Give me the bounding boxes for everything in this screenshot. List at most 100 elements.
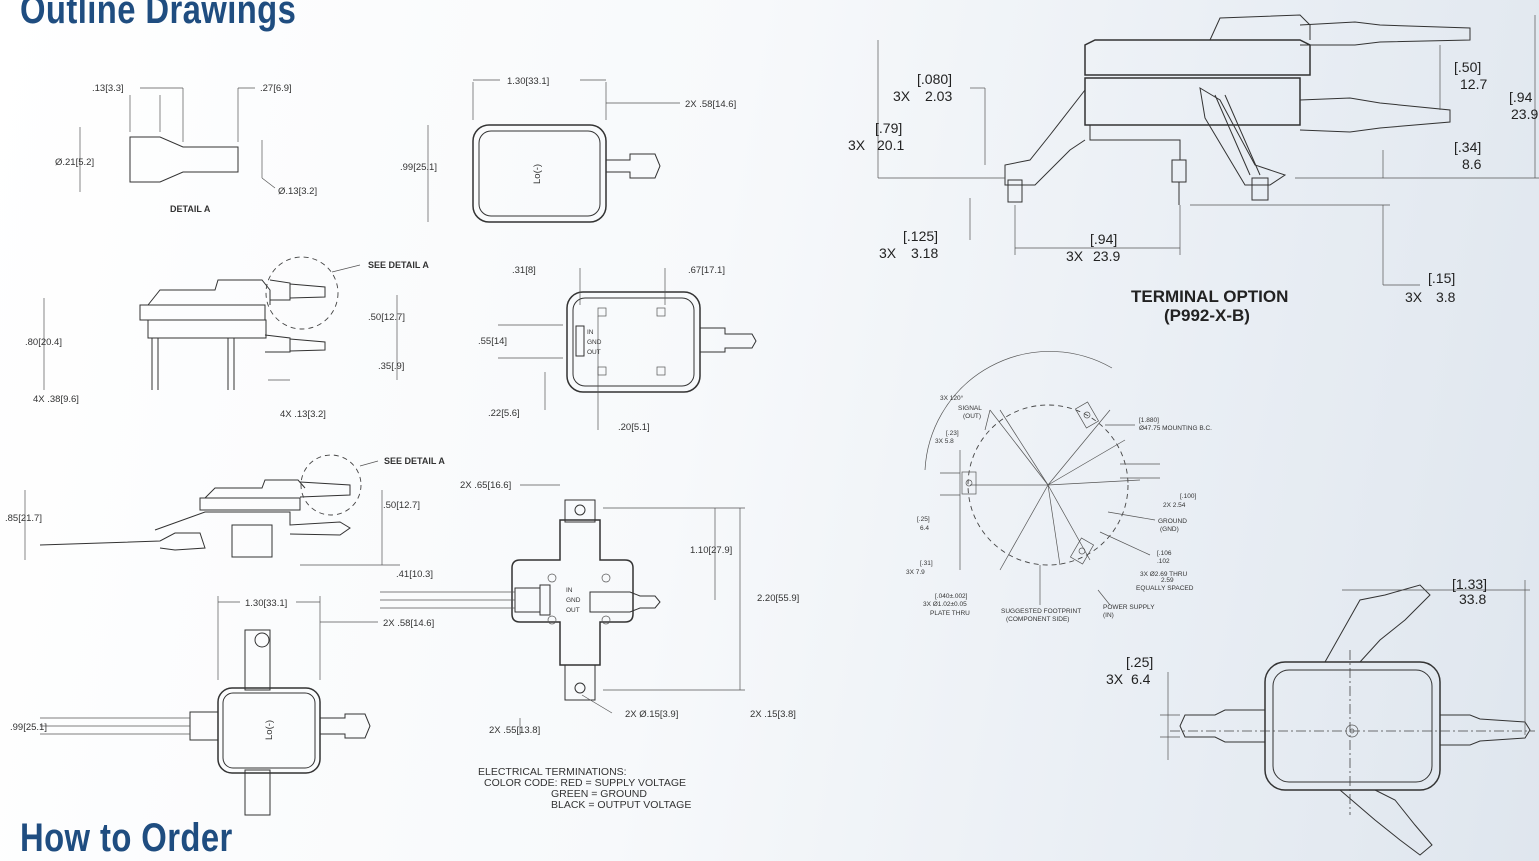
side-view-1-drawing: SEE DETAIL A .50[12.7] .80[20.4] .35[.9]… [25,256,429,420]
electrical-terminations-note: ELECTRICAL TERMINATIONS: COLOR CODE: RED… [478,766,691,811]
fp-plate-2: 3X Ø1.02±0.05 [923,601,967,608]
electrical-line-2: COLOR CODE: RED = SUPPLY VOLTAGE [484,777,686,789]
bottom-view-1-pin-out: OUT [587,349,601,356]
top-view-2-dim-99: .99[25.1] [10,722,47,733]
to-d79-qty: 3X [848,137,866,153]
section-heading-how-to-order: How to Order [20,816,233,860]
top-view-2-dim-2x58: 2X .58[14.6] [383,618,434,629]
fp-d102: .102 [1157,558,1170,565]
detail-a-caption: DETAIL A [170,204,211,214]
to-d34-in: [.34] [1454,139,1481,155]
to-d50-mm: 12.7 [1460,76,1487,92]
fp-d31-mm: 3X 7.9 [906,569,925,576]
to-d94-in: [.94] [1090,231,1117,247]
electrical-line-3: GREEN = GROUND [551,788,647,800]
fp-power-2: (IN) [1103,612,1114,619]
fp-plate-1: [.040±.002] [935,593,968,600]
top-view-2-port-label: Lo(-) [264,720,275,740]
top-view-1-dim-130: 1.30[33.1] [507,76,549,87]
fp-signal-out: (OUT) [963,413,981,420]
to-d15-in: [.15] [1428,270,1455,286]
bottom-view-1-pin-in: IN [587,329,594,336]
bottom-view-1-dim-22: .22[5.6] [488,408,520,419]
flange-pin-in: IN [566,587,573,594]
flange-pin-out: OUT [566,607,580,614]
flange-dim-2x55: 2X .55[13.8] [489,725,540,736]
fp-angle: 3X 120° [940,394,964,402]
to-d080-in: [.080] [917,71,952,87]
detail-a-dim-13: .13[3.3] [92,83,124,94]
detail-a-dim-21: Ø.21[5.2] [55,157,94,168]
fp-mount-mm: Ø47.75 MOUNTING B.C. [1139,425,1212,432]
flange-view-drawing: 2X .65[16.6] 1.10[27.9] 2.20[55.9] 2X Ø.… [380,480,799,736]
side-view-2-dim-50: .50[12.7] [383,500,420,511]
electrical-line-1: ELECTRICAL TERMINATIONS: [478,766,627,778]
detail-a-drawing: .13[3.3] .27[6.9] Ø.21[5.2] Ø.13[3.2] DE… [55,83,317,214]
top-view-2-drawing: 1.30[33.1] 2X .58[14.6] .99[25.1] Lo(-) [10,596,434,816]
terminal-option-title: TERMINAL OPTION [1131,287,1288,306]
flange-dim-220: 2.20[55.9] [757,593,799,604]
fp-d23-in: [.23] [946,430,959,437]
to-d50-in: [.50] [1454,59,1481,75]
suggested-footprint-drawing: 3X 120° SIGNAL (OUT) [1.880] Ø47.75 MOUN… [906,351,1212,623]
bottom-view-1-pin-gnd: GND [587,339,602,346]
barb-d25-in: [.25] [1126,654,1153,670]
fp-d100-mm: 2X 2.54 [1163,502,1186,509]
barb-option-drawing: [1.33] 33.8 [.25] 3X 6.4 [1106,576,1535,856]
bottom-view-1-dim-31: .31[8] [512,265,536,276]
terminal-option-part: (P992-X-B) [1164,306,1250,325]
fp-d25-mm: 6.4 [920,525,929,532]
to-d94r-mm: 23.9 [1511,106,1538,122]
fp-power-1: POWER SUPPLY [1103,604,1155,611]
fp-ground-gnd: (GND) [1160,526,1179,533]
barb-d25-qty: 3X [1106,671,1124,687]
barb-d133-in: [1.33] [1452,576,1487,592]
to-d125-in: [.125] [903,228,938,244]
to-d94-mm: 23.9 [1093,248,1120,264]
side-view-2-dim-85: .85[21.7] [5,513,42,524]
fp-signal: SIGNAL [958,405,982,412]
flange-dim-2x015: 2X Ø.15[3.9] [625,709,678,720]
to-d79-mm: 20.1 [877,137,904,153]
flange-dim-110: 1.10[27.9] [690,545,732,556]
top-view-1-port-label: Lo(-) [532,164,543,184]
to-d125-mm: 3.18 [911,245,938,261]
side-view-2-dim-41: .41[10.3] [396,569,433,580]
bottom-view-1-drawing: .31[8] .67[17.1] .55[14] .22[5.6] .20[5.… [478,265,757,433]
side-view-1-dim-50: .50[12.7] [368,312,405,323]
side-view-2-drawing: SEE DETAIL A .85[21.7] .50[12.7] .41[10.… [5,454,445,580]
terminal-option-drawing: [.080] 3X 2.03 [.79] 3X 20.1 [.125] 3X 3… [848,14,1539,325]
top-view-1-dim-2x58: 2X .58[14.6] [685,99,736,110]
fp-plate-3: PLATE THRU [930,610,970,617]
to-d15-mm: 3.8 [1436,289,1456,305]
top-view-1-drawing: 1.30[33.1] 2X .58[14.6] .99[25.1] Lo(-) [400,76,736,223]
section-heading-outline: Outline Drawings [20,0,297,32]
fp-suggested-2: (COMPONENT SIDE) [1006,616,1069,623]
fp-thru: 3X Ø2.69 THRU [1140,571,1188,578]
detail-a-dim-27: .27[6.9] [260,83,292,94]
to-d94r-in: [.94 [1509,89,1533,105]
fp-ground: GROUND [1158,518,1187,525]
side-view-1-dim-35: .35[.9] [378,361,404,372]
fp-d31-in: [.31] [920,560,933,567]
to-d79-in: [.79] [875,120,902,136]
bottom-view-1-dim-67: .67[17.1] [688,265,725,276]
electrical-line-4: BLACK = OUTPUT VOLTAGE [551,799,691,811]
fp-thru-b: 2.59 [1161,577,1174,584]
top-view-2-dim-130: 1.30[33.1] [245,598,287,609]
fp-d100-in: [.100] [1180,493,1196,500]
detail-a-dim-13d: Ø.13[3.2] [278,186,317,197]
to-d34-mm: 8.6 [1462,156,1482,172]
to-d080-qty: 3X [893,88,911,104]
side-view-1-dim-4x13: 4X .13[3.2] [280,409,326,420]
fp-equal: EQUALLY SPACED [1136,585,1194,592]
to-d15-qty: 3X [1405,289,1423,305]
bottom-view-1-dim-20: .20[5.1] [618,422,650,433]
fp-d25-in: [.25] [917,516,930,523]
fp-mount-in: [1.880] [1139,417,1159,424]
to-d080-mm: 2.03 [925,88,952,104]
side-view-1-dim-80: .80[20.4] [25,337,62,348]
side-view-1-dim-4x38: 4X .38[9.6] [33,394,79,405]
side-view-1-see-detail: SEE DETAIL A [368,260,429,270]
